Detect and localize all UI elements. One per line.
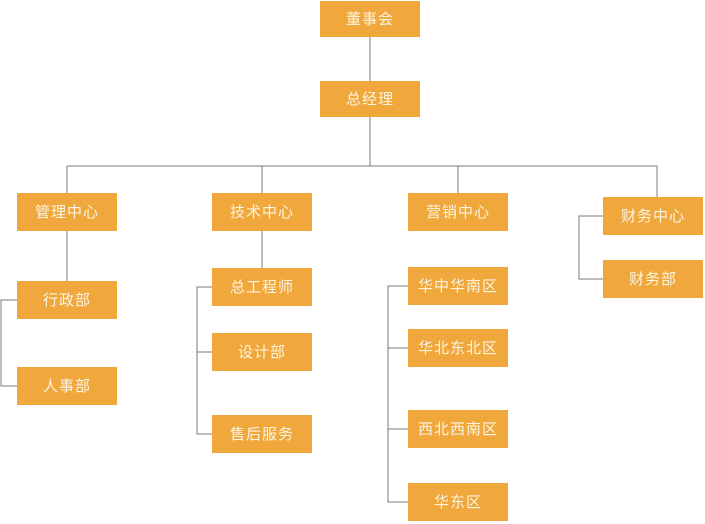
org-node-general-manager[interactable]: 总经理 bbox=[320, 81, 420, 117]
org-node-management-center[interactable]: 管理中心 bbox=[17, 193, 117, 231]
org-node-design-dept[interactable]: 设计部 bbox=[212, 333, 312, 371]
org-node-finance-dept[interactable]: 财务部 bbox=[603, 260, 703, 298]
org-node-technology-center[interactable]: 技术中心 bbox=[212, 193, 312, 231]
org-node-hr-dept[interactable]: 人事部 bbox=[17, 367, 117, 405]
connector-path bbox=[0, 37, 658, 503]
org-node-region-northwest-southwest[interactable]: 西北西南区 bbox=[408, 410, 508, 448]
org-node-marketing-center[interactable]: 营销中心 bbox=[408, 193, 508, 231]
org-node-chief-engineer[interactable]: 总工程师 bbox=[212, 268, 312, 306]
org-node-region-north-northeast[interactable]: 华北东北区 bbox=[408, 329, 508, 367]
org-node-after-sales[interactable]: 售后服务 bbox=[212, 415, 312, 453]
org-node-region-east[interactable]: 华东区 bbox=[408, 483, 508, 521]
org-node-finance-center[interactable]: 财务中心 bbox=[603, 197, 703, 235]
org-node-region-central-south[interactable]: 华中华南区 bbox=[408, 267, 508, 305]
org-node-administration-dept[interactable]: 行政部 bbox=[17, 281, 117, 319]
org-node-board[interactable]: 董事会 bbox=[320, 1, 420, 37]
